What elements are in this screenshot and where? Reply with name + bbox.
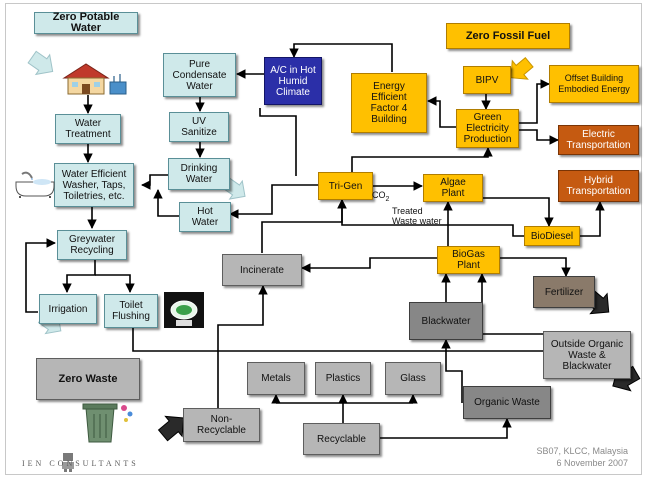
toilet-icon [164,292,204,328]
biogas-plant-box: BioGas Plant [437,246,500,274]
arrow-algae-biodiesel [483,197,554,227]
electric-transportation-box: Electric Transportation [558,125,639,155]
arrow-trigen-green [351,147,493,172]
arrow-biogas-incinerate [301,257,437,273]
slide-frame [5,3,642,475]
energy-efficient-box: Energy Efficient Factor 4 Building [351,73,427,133]
hot-water-box: Hot Water [179,202,231,232]
footer-event: SB07, KLCC, Malaysia [536,446,628,456]
greywater-recycling-box: Greywater Recycling [57,230,127,260]
ac-hot-humid-box: A/C in Hot Humid Climate [264,57,322,105]
arrow-drinking-efficient [141,174,168,190]
arrow-biodiesel-hybrid [580,201,605,237]
arrow-greywater-toilet [95,274,135,293]
irrigation-box: Irrigation [39,294,97,324]
arrow-incinerate-trigen [261,199,347,253]
footer-date: 6 November 2007 [556,458,628,468]
arrow-irrigation-greywater [25,238,56,313]
water-treatment-box: Water Treatment [55,114,121,144]
arrow-hotwater-efficient [153,189,179,217]
arrow-biogas-fertilizer [500,257,571,277]
incinerate-box: Incinerate [222,254,302,286]
offset-building-box: Offset Building Embodied Energy [549,65,639,103]
non-recyclable-box: Non- Recyclable [183,408,260,442]
company-logo-text: IEN CONSULTANTS [22,459,139,468]
water-efficient-box: Water Efficient Washer, Taps, Toiletries… [54,163,134,207]
trash-bin-icon [80,398,136,444]
zero-potable-water-box: Zero Potable Water [34,12,138,34]
zero-waste-box: Zero Waste [36,358,140,400]
arrow-green-energy [427,96,456,128]
arrow-nonrecyclable-incinerate [217,285,268,408]
bathtub-icon [14,170,56,198]
outside-organic-box: Outside Organic Waste & Blackwater [543,331,631,379]
recyclable-box: Recyclable [303,423,380,455]
water-inflow-arrow [27,50,54,76]
plastics-box: Plastics [315,362,371,395]
uv-sanitize-box: UV Sanitize [169,112,229,142]
arrow-trigen-hotwater [229,184,318,219]
logo-robot-icon [60,452,76,472]
nonrecyclable-inflow-arrow [157,415,185,442]
bipv-box: BIPV [463,66,511,94]
arrow-green-offset [519,79,550,124]
blackwater-box: Blackwater [409,302,483,340]
arrow-greywater-irrigation [62,258,96,293]
arrow-organic-blackwater [441,339,463,403]
organic-waste-box: Organic Waste [463,386,551,419]
tri-gen-box: Tri-Gen [318,172,373,200]
arrow-trigen-ac [259,108,297,176]
drinking-water-box: Drinking Water [168,158,230,190]
toilet-flushing-box: Toilet Flushing [104,294,158,328]
hybrid-transportation-box: Hybrid Transportation [558,170,639,202]
fertilizer-box: Fertilizer [533,276,595,308]
arrow-recyclable-organic [380,418,512,439]
glass-box: Glass [385,362,441,395]
green-electricity-box: Green Electricity Production [456,109,519,148]
arrow-green-electric [519,129,559,145]
zero-fossil-fuel-box: Zero Fossil Fuel [446,23,570,49]
co2-subscript: 2 [385,195,390,203]
arrow-toilet-blackwater [132,327,585,352]
house-rain-icon [58,58,130,96]
algae-plant-box: Algae Plant [423,174,483,202]
co2-label: CO2 [372,190,390,203]
arrow-energy-ac [289,43,393,72]
metals-box: Metals [247,362,305,395]
treated-waste-water-label: Treated Waste water [392,206,442,226]
solar-inflow-arrow [510,56,534,80]
pure-condensate-box: Pure Condensate Water [163,53,236,97]
biodiesel-box: BioDiesel [524,226,580,246]
